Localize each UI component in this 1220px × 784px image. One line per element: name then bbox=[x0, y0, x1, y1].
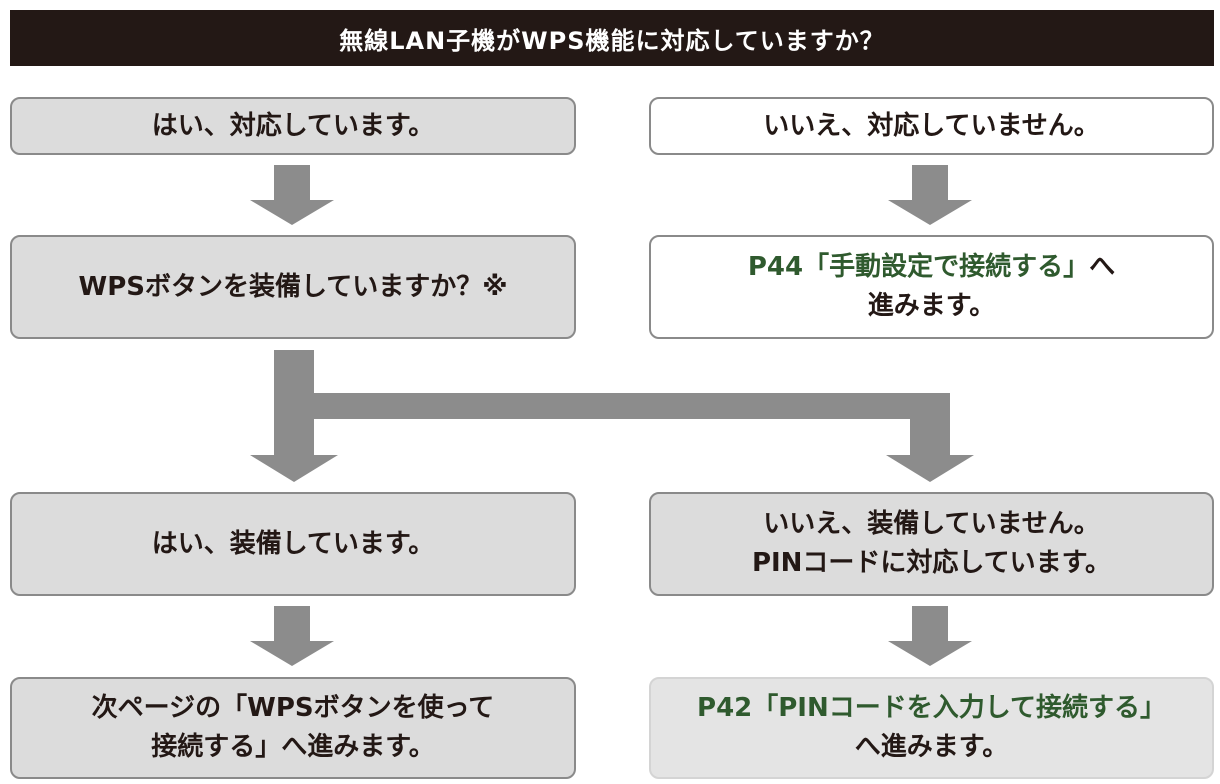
manual-setup-box: P44「手動設定で接続する」へ 進みます。 bbox=[649, 235, 1214, 339]
down-arrow-right-1 bbox=[888, 165, 972, 225]
not-equipped-box: いいえ、装備していません。 PINコードに対応しています。 bbox=[649, 492, 1214, 596]
not-equipped-line1: いいえ、装備していません。 bbox=[763, 509, 1100, 539]
manual-setup-suffix: へ bbox=[1089, 252, 1116, 282]
manual-setup-link[interactable]: P44「手動設定で接続する」 bbox=[747, 252, 1090, 282]
no-supported-text: いいえ、対応していません。 bbox=[763, 110, 1100, 141]
pin-result-link[interactable]: P42「PINコードを入力して接続する」 bbox=[697, 693, 1166, 723]
yes-supported-box: はい、対応しています。 bbox=[10, 97, 576, 155]
manual-setup-line2: 進みます。 bbox=[867, 291, 996, 321]
question-header: 無線LAN子機がWPS機能に対応していますか？ bbox=[10, 10, 1214, 66]
wps-button-question-text: WPSボタンを装備していますか？※ bbox=[78, 271, 508, 302]
branch-arrow-right bbox=[886, 393, 974, 482]
pin-result-line2: へ進みます。 bbox=[854, 732, 1009, 762]
pin-result-box: P42「PINコードを入力して接続する」 へ進みます。 bbox=[649, 677, 1214, 779]
wps-button-result-line2: 接続する」へ進みます。 bbox=[151, 732, 435, 762]
wps-button-result-line1: 次ページの「WPSボタンを使って bbox=[91, 693, 495, 723]
branch-bar bbox=[314, 393, 950, 419]
wps-button-question-box: WPSボタンを装備していますか？※ bbox=[10, 235, 576, 339]
manual-setup-line1: P44「手動設定で接続する」へ bbox=[748, 248, 1115, 287]
down-arrow-left-1 bbox=[250, 165, 334, 225]
down-arrow-left-3 bbox=[250, 606, 334, 666]
no-supported-box: いいえ、対応していません。 bbox=[649, 97, 1214, 155]
down-arrow-right-3 bbox=[888, 606, 972, 666]
yes-equipped-text: はい、装備しています。 bbox=[151, 528, 435, 559]
wps-button-result-box: 次ページの「WPSボタンを使って 接続する」へ進みます。 bbox=[10, 677, 576, 779]
yes-supported-text: はい、対応しています。 bbox=[151, 110, 435, 141]
branch-arrow-left bbox=[250, 350, 338, 482]
question-text: 無線LAN子機がWPS機能に対応していますか？ bbox=[339, 26, 885, 55]
not-equipped-line2: PINコードに対応しています。 bbox=[751, 548, 1112, 578]
yes-equipped-box: はい、装備しています。 bbox=[10, 492, 576, 596]
